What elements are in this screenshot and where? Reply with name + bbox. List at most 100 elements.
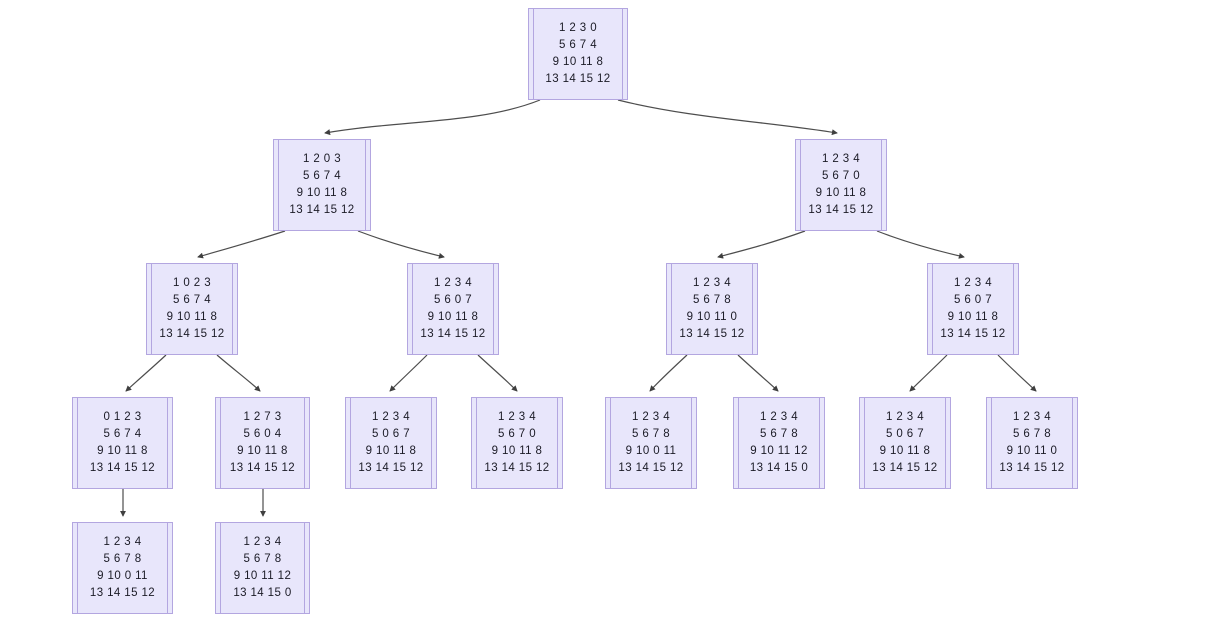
tree-edge xyxy=(477,354,518,392)
node-grid-row: 5 6 0 7 xyxy=(434,294,472,306)
node-grid-row: 5 6 7 4 xyxy=(559,39,597,51)
node-right-rule xyxy=(881,140,882,230)
tree-node[interactable]: 1 2 0 3 5 6 7 4 9 10 11 8 13 14 15 12 xyxy=(273,139,371,231)
node-right-rule xyxy=(232,264,233,354)
node-left-rule xyxy=(671,264,672,354)
node-left-rule xyxy=(77,523,78,613)
node-grid-row: 1 2 3 4 xyxy=(822,153,860,165)
node-grid-row: 5 6 7 4 xyxy=(173,294,211,306)
node-grid-row: 9 10 11 8 xyxy=(552,56,604,68)
node-grid-row: 9 10 11 8 xyxy=(815,187,867,199)
node-left-rule xyxy=(350,398,351,488)
node-grid-row: 0 1 2 3 xyxy=(103,411,142,423)
node-grid-row: 13 14 15 12 xyxy=(289,204,355,216)
node-grid-row: 5 6 7 4 xyxy=(303,170,341,182)
node-left-rule xyxy=(151,264,152,354)
node-grid-row: 5 6 7 8 xyxy=(1013,428,1051,440)
node-grid-row: 9 10 11 8 xyxy=(237,445,288,457)
node-grid-row: 9 10 0 11 xyxy=(97,570,148,582)
node-right-rule xyxy=(945,398,946,488)
node-grid-row: 5 6 7 8 xyxy=(693,294,731,306)
node-grid-row: 9 10 11 8 xyxy=(97,445,148,457)
node-left-rule xyxy=(278,140,279,230)
node-right-rule xyxy=(691,398,692,488)
node-grid-row: 13 14 15 12 xyxy=(420,328,486,340)
node-right-rule xyxy=(819,398,820,488)
node-right-rule xyxy=(304,398,305,488)
node-right-rule xyxy=(167,523,168,613)
node-grid-row: 5 6 7 4 xyxy=(103,428,142,440)
node-grid-row: 13 14 15 12 xyxy=(358,462,424,474)
node-grid-row: 9 10 11 8 xyxy=(427,311,479,323)
node-grid-row: 1 0 2 3 xyxy=(173,277,211,289)
node-grid-row: 9 10 11 8 xyxy=(947,311,999,323)
node-grid-row: 13 14 15 12 xyxy=(940,328,1006,340)
tree-edge xyxy=(324,99,541,136)
node-grid-row: 5 6 7 8 xyxy=(760,428,798,440)
node-left-rule xyxy=(77,398,78,488)
tree-edge xyxy=(357,230,445,259)
node-grid: 1 2 7 3 5 6 0 4 9 10 11 8 13 14 15 12 xyxy=(216,409,309,477)
tree-node[interactable]: 1 2 7 3 5 6 0 4 9 10 11 8 13 14 15 12 xyxy=(215,397,310,489)
node-grid-row: 13 14 15 12 xyxy=(679,328,745,340)
tree-node[interactable]: 1 2 3 4 5 6 0 7 9 10 11 8 13 14 15 12 xyxy=(407,263,499,355)
node-grid-row: 13 14 15 0 xyxy=(233,587,292,599)
node-left-rule xyxy=(800,140,801,230)
tree-edge xyxy=(125,354,167,392)
node-grid-row: 5 6 0 4 xyxy=(243,428,282,440)
node-grid-row: 5 0 6 7 xyxy=(372,428,410,440)
tree-edge xyxy=(649,354,688,392)
node-grid-row: 13 14 15 12 xyxy=(229,462,296,474)
node-grid-row: 9 10 11 12 xyxy=(233,570,292,582)
node-left-rule xyxy=(864,398,865,488)
node-grid-row: 1 2 3 4 xyxy=(632,411,670,423)
node-right-rule xyxy=(304,523,305,613)
node-grid-row: 13 14 15 12 xyxy=(999,462,1065,474)
tree-edge xyxy=(717,230,806,259)
node-grid-row: 1 2 3 0 xyxy=(559,22,597,34)
node-grid-row: 1 2 3 4 xyxy=(434,277,472,289)
tree-edge xyxy=(617,99,838,136)
node-right-rule xyxy=(365,140,366,230)
node-grid-row: 9 10 11 0 xyxy=(1006,445,1058,457)
node-grid-row: 9 10 0 11 xyxy=(625,445,677,457)
node-grid-row: 1 2 0 3 xyxy=(303,153,341,165)
node-left-rule xyxy=(991,398,992,488)
tree-edge xyxy=(909,354,948,392)
tree-node[interactable]: 1 2 3 4 5 0 6 7 9 10 11 8 13 14 15 12 xyxy=(345,397,437,489)
node-left-rule xyxy=(610,398,611,488)
node-grid-row: 5 6 7 8 xyxy=(632,428,670,440)
node-left-rule xyxy=(476,398,477,488)
node-grid-row: 1 2 3 4 xyxy=(372,411,410,423)
node-grid-row: 1 2 7 3 xyxy=(243,411,282,423)
node-grid-row: 5 6 7 8 xyxy=(243,553,282,565)
node-grid-row: 5 6 7 0 xyxy=(822,170,860,182)
node-grid: 1 2 3 4 5 6 0 7 9 10 11 8 13 14 15 12 xyxy=(408,275,498,343)
node-grid-row: 9 10 11 8 xyxy=(296,187,348,199)
tree-edge xyxy=(876,230,965,259)
node-grid-row: 9 10 11 8 xyxy=(365,445,417,457)
node-grid-row: 5 6 7 0 xyxy=(498,428,536,440)
node-grid-row: 1 2 3 4 xyxy=(498,411,536,423)
